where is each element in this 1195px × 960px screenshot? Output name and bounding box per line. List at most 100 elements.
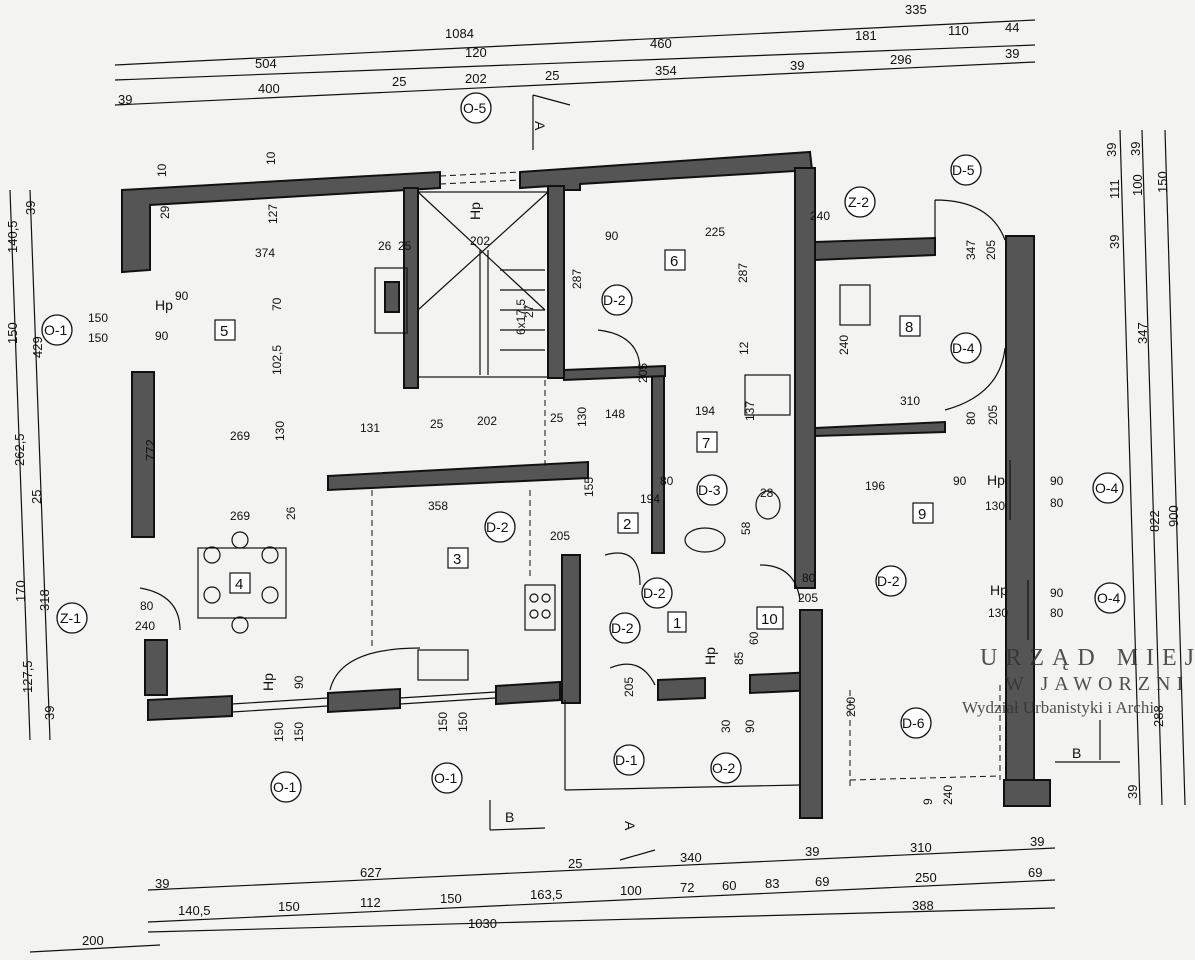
- idim-130c: 130: [985, 499, 1005, 513]
- dim-top-39-left: 39: [118, 92, 132, 107]
- stamp-line-3: Wydział Urbanistyki i Archi: [962, 698, 1154, 717]
- symbol-d2-kitchen: D-2: [611, 620, 634, 636]
- symbol-o2: O-2: [712, 760, 736, 776]
- dim-top-335: 335: [905, 2, 927, 17]
- bdim-310: 310: [910, 840, 932, 855]
- dim-top-1084: 1084: [445, 26, 474, 41]
- idim-137: 137: [743, 401, 757, 421]
- rdim-100: 100: [1130, 174, 1145, 196]
- idim-25c: 25: [550, 411, 564, 425]
- idim-60: 30: [719, 719, 733, 733]
- idim-90g: 90: [743, 719, 757, 733]
- idim-287b: 287: [736, 263, 750, 283]
- idim-120: 85: [732, 651, 746, 665]
- idim-26b: 26: [284, 506, 298, 520]
- bdim-39b: 39: [805, 844, 819, 859]
- wall-room8-top: [814, 236, 936, 262]
- idim-90c: 90: [605, 229, 619, 243]
- bdim-1030: 1030: [468, 916, 497, 931]
- ldim-150: 150: [5, 322, 20, 344]
- idim-310: 310: [900, 394, 920, 408]
- idim-90b: 90: [292, 675, 306, 689]
- stair-step-dims: 6x17,5: [514, 299, 528, 335]
- bottom-dimension-lines: 39 627 25 340 39 310 39 140,5 150 112 15…: [29, 834, 1056, 953]
- idim-155: 155: [582, 477, 596, 497]
- top-dimension-lines: 1084 335 504 120 460 181 110 44 39 400 2…: [114, 2, 1036, 107]
- ldim-318: 318: [37, 589, 52, 611]
- room-number-6: 6: [670, 253, 678, 270]
- idim-269a: 269: [230, 429, 250, 443]
- bdim-39c: 39: [1030, 834, 1044, 849]
- rdim-288: 288: [1151, 705, 1166, 727]
- dim-top-400: 400: [258, 81, 280, 96]
- idim-240c: 240: [810, 209, 830, 223]
- bdim-200: 200: [82, 933, 104, 948]
- dim-top-39c: 39: [1005, 46, 1019, 61]
- interior-dimensions: 10 10 29 127 374 26 25 202 70 102,5 90 1…: [88, 151, 1064, 805]
- room-number-3: 3: [453, 551, 461, 568]
- bdim-60: 60: [722, 878, 736, 893]
- ldim-262-5: 262,5: [12, 433, 27, 466]
- dining-table: [197, 531, 287, 634]
- door-swings: [139, 199, 1006, 686]
- symbol-d2-room6: D-2: [603, 292, 626, 308]
- bdim-340: 340: [680, 850, 702, 865]
- bdim-69a: 69: [815, 874, 829, 889]
- room-number-2: 2: [623, 516, 631, 533]
- hp-labels: Hp Hp Hp Hp Hp Hp: [155, 202, 1008, 691]
- idim-150d: 150: [456, 712, 470, 732]
- section-a-top: A: [532, 121, 548, 131]
- ldim-170: 170: [13, 580, 28, 602]
- idim-148: 148: [605, 407, 625, 421]
- windows: [231, 171, 1029, 713]
- idim-205d: 205: [622, 677, 636, 697]
- idim-130d: 130: [988, 606, 1008, 620]
- ldim-140-5: 140,5: [5, 220, 20, 253]
- idim-240d: 240: [837, 335, 851, 355]
- ldim-772: 772: [143, 439, 158, 461]
- idim-150a: 150: [88, 311, 108, 325]
- bdim-140-5: 140,5: [178, 903, 211, 918]
- bdim-250: 250: [915, 870, 937, 885]
- wall-stair-left: [403, 187, 419, 389]
- wall-left-middle: [131, 371, 155, 538]
- rdim-39c: 39: [1128, 142, 1143, 156]
- wall-top-left: [121, 170, 441, 274]
- idim-90f: 90: [1050, 586, 1064, 600]
- idim-288a: 200: [844, 697, 858, 717]
- symbol-o4-upper: O-4: [1095, 480, 1119, 496]
- dim-top-110: 110: [948, 23, 969, 38]
- room-number-5: 5: [220, 323, 228, 340]
- idim-58: 58: [739, 521, 753, 535]
- idim-80c: 80: [1050, 606, 1064, 620]
- idim-70: 70: [270, 297, 284, 311]
- dim-top-25b: 25: [545, 68, 559, 83]
- section-b-left: B: [505, 809, 514, 825]
- exterior-walls: [121, 150, 1051, 819]
- idim-194b: 28: [760, 486, 774, 500]
- rdim-150: 150: [1155, 171, 1170, 193]
- rdim-39b: 39: [1107, 235, 1122, 249]
- room-numbers: 5 6 8 7 9 3 4 2 10 1: [214, 249, 934, 633]
- idim-205b: 205: [550, 529, 570, 543]
- bdim-150a: 150: [278, 899, 300, 914]
- idim-hp-90: 90: [175, 289, 189, 303]
- dim-top-25a: 25: [392, 74, 406, 89]
- symbol-d3: D-3: [698, 482, 721, 498]
- idim-90e: 90: [1050, 474, 1064, 488]
- symbol-z2: Z-2: [848, 194, 869, 210]
- bdim-83: 83: [765, 876, 779, 891]
- idim-10a: 10: [155, 163, 169, 177]
- wall-bottom-2: [327, 687, 401, 714]
- bdim-163-5: 163,5: [530, 887, 563, 902]
- bdim-39a: 39: [155, 876, 169, 891]
- ldim-39-top: 39: [23, 201, 38, 215]
- idim-202a: 202: [470, 234, 490, 248]
- idim-225: 225: [705, 225, 725, 239]
- wall-top-right: [519, 150, 814, 191]
- left-dimension-lines: 140,5 262,5 127,5 39 429 25 318 39 150 7…: [5, 189, 158, 741]
- idim-150c: 150: [436, 712, 450, 732]
- idim-80f: 80: [964, 411, 978, 425]
- bathroom-fixtures: [684, 284, 871, 553]
